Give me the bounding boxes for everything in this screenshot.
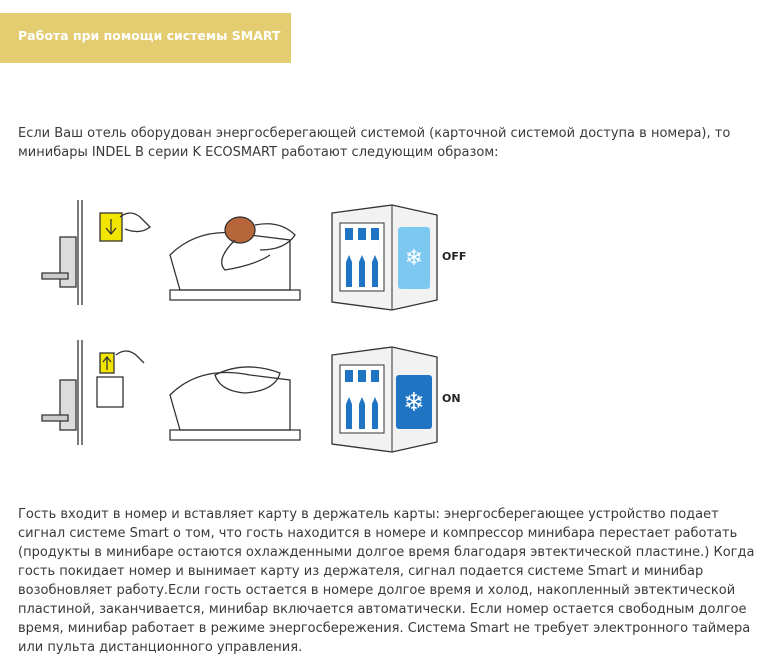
svg-text:❄: ❄ (405, 246, 423, 271)
svg-text:❄: ❄ (403, 388, 425, 418)
off-label: OFF (442, 250, 466, 263)
minibar-on-icon: ❄ (331, 346, 438, 453)
smart-system-illustration: ❄ OFF ❄ ON (41, 200, 466, 453)
section-title: Работа при помощи системы SMART (18, 28, 281, 43)
door-card-remove-icon (41, 340, 145, 445)
minibar-off-icon: ❄ (331, 204, 438, 311)
description-paragraph: Гость входит в номер и вставляет карту в… (18, 507, 755, 655)
empty-bed-icon (169, 366, 301, 441)
on-label: ON (442, 392, 461, 405)
intro-paragraph: Если Ваш отель оборудован энергосберегаю… (18, 126, 731, 160)
sleeping-guest-icon (169, 216, 301, 301)
door-card-insert-icon (41, 200, 151, 305)
section-header: Работа при помощи системы SMART (0, 13, 291, 63)
